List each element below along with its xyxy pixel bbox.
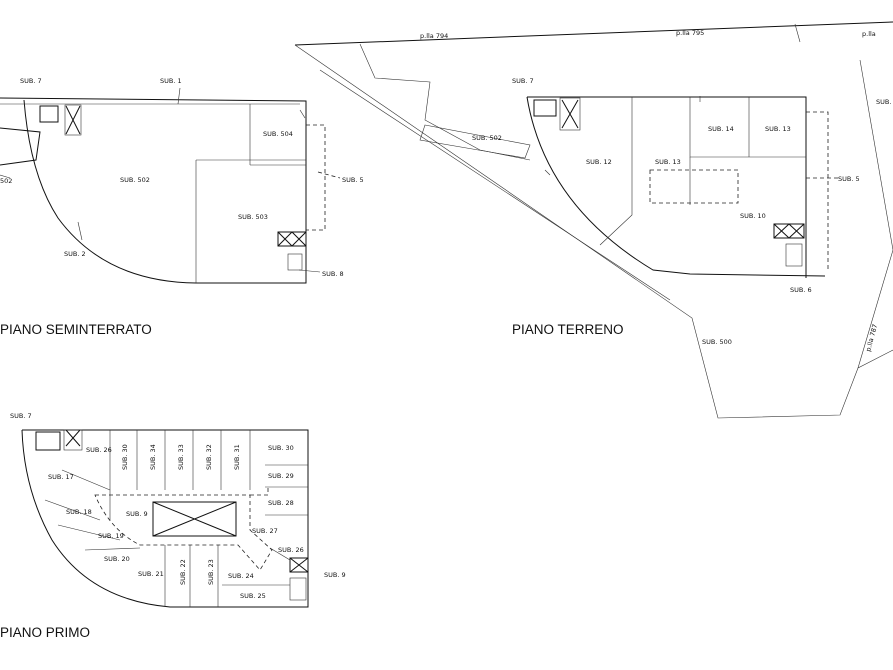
sem-sub504-label: SUB. 504 (263, 130, 293, 138)
pri-col34-label: SUB. 34 (149, 444, 157, 470)
pri-sub19-label: SUB. 19 (98, 532, 124, 540)
plan-seminterrato: SUB. 7 SUB. 1 SUB. 504 502 SUB. 502 SUB.… (0, 77, 364, 337)
pri-sub17-label: SUB. 17 (48, 473, 74, 481)
pri-col32-label: SUB. 32 (205, 444, 213, 470)
ter-floor-title: PIANO TERRENO (512, 322, 624, 337)
ter-sub13-label: SUB. 13 (655, 158, 681, 166)
sem-sub502-label: SUB. 502 (120, 176, 150, 184)
ter-p794-label: p.lla 794 (420, 32, 448, 40)
ter-sub12-label: SUB. 12 (586, 158, 612, 166)
pri-col21-label: SUB. 21 (138, 570, 164, 578)
pri-sub26b-label: SUB. 26 (278, 546, 304, 554)
ter-sub14-label: SUB. 14 (708, 125, 734, 133)
sem-sub2-label: SUB. 2 (64, 250, 86, 258)
pri-col22-label: SUB. 22 (179, 559, 187, 585)
pri-sub24-label: SUB. 24 (228, 572, 254, 580)
ter-p795-label: p.lla 795 (676, 29, 704, 37)
ter-p-right-label: p.lla (862, 30, 876, 38)
pri-sub7-label: SUB. 7 (10, 412, 32, 420)
ter-sub-edge-label: SUB. (876, 98, 891, 106)
pri-sub29-label: SUB. 29 (268, 472, 294, 480)
sem-sub503-label: SUB. 503 (238, 213, 268, 221)
pri-sub18-label: SUB. 18 (66, 508, 92, 516)
pri-sub25-label: SUB. 25 (240, 592, 266, 600)
plan-terreno: p.lla 794 p.lla 795 p.lla SUB. 7 SUB. 50… (294, 21, 893, 419)
sem-sub1-label: SUB. 1 (160, 77, 182, 85)
ter-sub500-label: SUB. 500 (702, 338, 732, 346)
pri-sub9-label: SUB. 9 (126, 510, 148, 518)
pri-col23-label: SUB. 23 (207, 559, 215, 585)
pri-col33-label: SUB. 33 (177, 444, 185, 470)
pri-sub9r-label: SUB. 9 (324, 571, 346, 579)
ter-sub6-label: SUB. 6 (790, 286, 812, 294)
sem-sub7-label: SUB. 7 (20, 77, 42, 85)
ter-sub5-label: SUB. 5 (838, 175, 860, 183)
pri-sub20-label: SUB. 20 (104, 555, 130, 563)
pri-sub28-label: SUB. 28 (268, 499, 294, 507)
pri-col31-label: SUB. 31 (233, 444, 241, 470)
ter-sub10-label: SUB. 10 (740, 212, 766, 220)
ter-p787-label: p.lla 787 (864, 323, 879, 352)
pri-col30-label: SUB. 30 (121, 444, 129, 470)
pri-sub26-label: SUB. 26 (86, 446, 112, 454)
sem-sub502-left-label: 502 (0, 177, 12, 185)
ter-sub7-label: SUB. 7 (512, 77, 534, 85)
sem-sub5-label: SUB. 5 (342, 176, 364, 184)
sem-floor-title: PIANO SEMINTERRATO (0, 322, 152, 337)
pri-sub27-label: SUB. 27 (252, 527, 278, 535)
plan-primo: SUB. 7 SUB. 26 SUB. 30 SUB. 34 SUB. 33 S… (0, 412, 346, 640)
ter-sub502-label: SUB. 502 (472, 134, 502, 142)
sem-sub8-label: SUB. 8 (322, 270, 344, 278)
ter-sub13b-label: SUB. 13 (765, 125, 791, 133)
pri-floor-title: PIANO PRIMO (0, 625, 90, 640)
pri-sub30-label: SUB. 30 (268, 444, 294, 452)
